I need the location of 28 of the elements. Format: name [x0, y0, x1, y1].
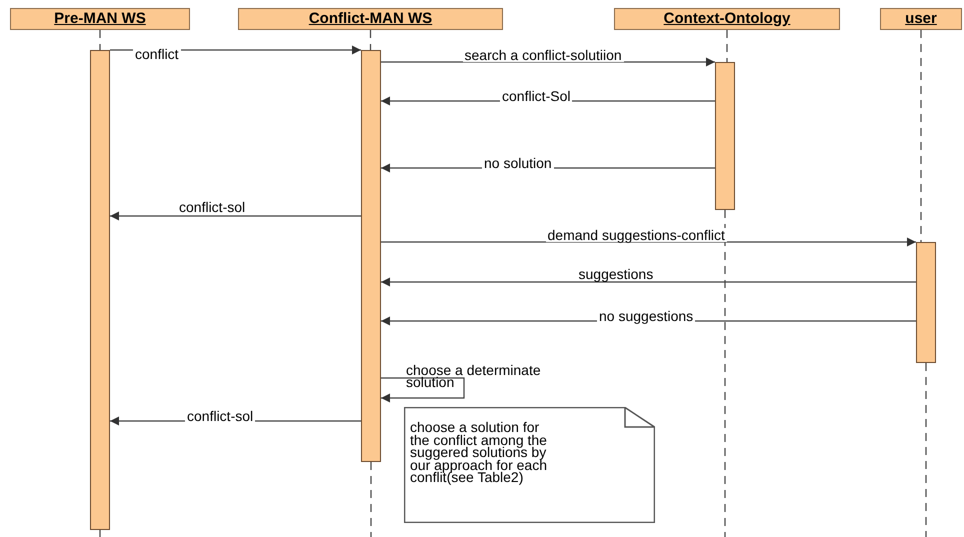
lifeline — [370, 30, 372, 50]
lifeline — [99, 30, 101, 50]
activation-bar — [361, 50, 381, 462]
message-arrow — [110, 212, 361, 220]
message-arrow — [381, 238, 916, 246]
participant-header: Conflict-MAN WS — [238, 8, 503, 30]
message-arrow — [381, 278, 916, 286]
message-arrow — [381, 377, 465, 402]
message-label: no solution — [482, 156, 554, 170]
message-label: search a conflict-solutiion — [462, 48, 624, 62]
participant-header: Pre-MAN WS — [10, 8, 190, 30]
message-label: choose a determinate solution — [405, 364, 542, 388]
activation-bar — [90, 50, 110, 530]
activation-bar — [916, 242, 936, 363]
participant-header: Context-Ontology — [614, 8, 840, 30]
message-label: no suggestions — [597, 309, 696, 323]
lifeline — [920, 30, 922, 242]
activation-bar — [715, 62, 735, 210]
message-label: demand suggestions-conflict — [546, 228, 727, 242]
message-label: conflict-sol — [177, 200, 248, 214]
message-label: conflict-Sol — [500, 89, 572, 103]
participant-header: user — [880, 8, 962, 30]
message-arrow — [381, 58, 715, 66]
message-label: conflict-sol — [185, 409, 256, 423]
lifeline — [726, 30, 728, 62]
message-label: suggestions — [576, 267, 656, 281]
message-label: conflict — [133, 47, 181, 61]
note-text: choose a solution for the conflict among the suggered solutions by our approach for each conflit(see Table2) — [410, 421, 548, 484]
